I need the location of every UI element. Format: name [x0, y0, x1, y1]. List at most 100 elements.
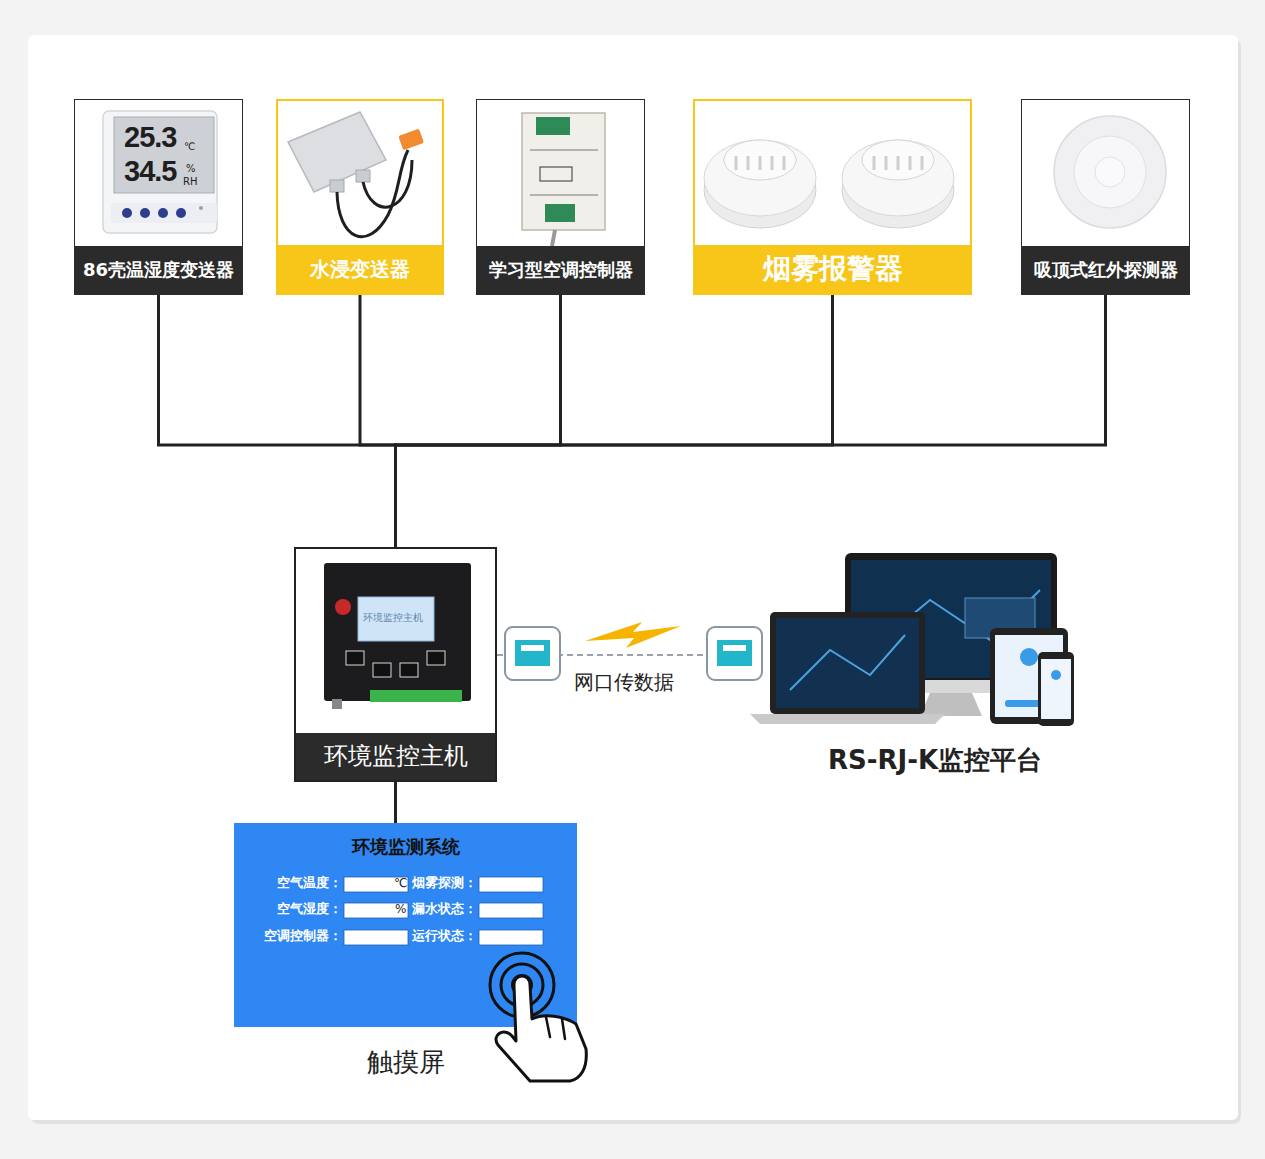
ir-detector-body [1054, 116, 1166, 228]
indicator-dot [199, 206, 203, 210]
phone-screen [1041, 659, 1071, 719]
ethernet-port-pins [723, 645, 746, 651]
label-bar: 86壳温湿度变送器 [75, 246, 242, 294]
device-label: 学习型空调控制器 [489, 259, 633, 281]
app-logo [1020, 648, 1038, 666]
label-text: 环境监控主机 [363, 612, 423, 624]
platform-group: RS-RJ-K监控平台 [750, 545, 1120, 785]
vent-slot [747, 156, 750, 170]
sensor-cable [337, 150, 408, 237]
terminal-strip [370, 690, 462, 702]
connector-line [396, 295, 1106, 547]
touch-screen-panel: 环境监测系统触摸屏空气温度：℃烟雾探测：空气湿度：%漏水状态：空调控制器：运行状… [234, 823, 577, 1027]
input-field [479, 930, 543, 945]
laptop-lid [770, 612, 925, 714]
vent-slot [873, 156, 876, 170]
cable-gland [356, 170, 370, 182]
probe-connector [398, 129, 424, 151]
phone-frame [1038, 652, 1074, 726]
sensor-housing [103, 111, 217, 233]
app-logo [1051, 670, 1061, 680]
terminal-block [536, 117, 570, 135]
label-bar: 环境监控主机 [296, 733, 495, 780]
cable-gland [330, 180, 344, 192]
sensor-button [140, 208, 150, 218]
sensor-button [122, 208, 132, 218]
label-bar: 水浸变送器 [278, 245, 442, 293]
button-strip [111, 203, 217, 223]
ethernet-port-icon [707, 627, 762, 680]
device-label: 86壳温湿度变送器 [83, 259, 234, 281]
ethernet-port-inner [515, 640, 550, 666]
label-text: % [395, 903, 406, 917]
device-label: 水浸变送器 [310, 257, 410, 281]
vent-slot [909, 156, 912, 170]
sensor-button [158, 208, 168, 218]
ethernet-port-icon [505, 627, 560, 680]
label-bar: 学习型空调控制器 [477, 246, 644, 294]
label-text: ℃ [184, 141, 195, 153]
label-text: 空气湿度： [202, 902, 342, 917]
vent-slot [897, 156, 900, 170]
connector-line [394, 782, 397, 823]
brand-logo [335, 599, 351, 615]
connector-line [396, 295, 833, 547]
ethernet-port-inner [717, 640, 752, 666]
lcd-panel [114, 117, 214, 193]
input-field [344, 877, 408, 892]
edge-label: 网口传数据 [571, 669, 677, 696]
host-button [346, 651, 364, 665]
screen-caption: 触摸屏 [234, 1045, 577, 1080]
monitor-stand [920, 693, 982, 716]
hand-icon [496, 976, 586, 1081]
host-device [324, 563, 471, 701]
label-bar: 吸顶式红外探测器 [1022, 246, 1189, 294]
label-text: 25.3 [124, 121, 176, 154]
card [28, 35, 1238, 1120]
input-field [344, 930, 408, 945]
ir-detector-ring [1074, 136, 1146, 208]
label-text: RH [183, 176, 197, 188]
input-field [479, 903, 543, 918]
host-lcd [358, 597, 434, 641]
host-button [373, 663, 391, 677]
device-label: 烟雾报警器 [763, 252, 903, 286]
input-field [344, 903, 408, 918]
smoke-detector-body [704, 140, 816, 216]
vent-slot [885, 156, 888, 170]
label-bar: 烟雾报警器 [695, 245, 970, 293]
vent-slot [735, 156, 738, 170]
device-box: 烟雾报警器 [693, 99, 972, 295]
vent-slot [921, 156, 924, 170]
hand-knuckles [546, 1017, 565, 1039]
device-label: 环境监控主机 [324, 742, 468, 771]
device-box: 水浸变送器 [276, 99, 444, 295]
terminal-block [545, 204, 575, 222]
label-text: % [186, 163, 196, 175]
label-text: ℃ [394, 877, 407, 891]
laptop-base [750, 714, 945, 724]
controller-body [522, 113, 605, 230]
smoke-detector-body [842, 140, 954, 216]
device-box: 环境监控主机 [294, 547, 497, 782]
platform-label: RS-RJ-K监控平台 [750, 743, 1120, 778]
host-button [400, 663, 418, 677]
module-line [530, 195, 598, 196]
ir-cable [552, 230, 555, 246]
lightning-bolt [585, 622, 681, 648]
indicator-frame [540, 167, 572, 181]
label-text: 运行状态： [337, 929, 477, 944]
module-line [530, 150, 598, 151]
device-label: 吸顶式红外探测器 [1034, 259, 1178, 281]
label-text: 空调控制器： [202, 929, 342, 944]
vent-slot [759, 156, 762, 170]
host-button [427, 651, 445, 665]
label-text: 漏水状态： [337, 902, 477, 917]
connector-line [159, 295, 396, 547]
connector-line [360, 295, 396, 547]
antenna-jack [332, 699, 342, 709]
ir-lens [1095, 157, 1125, 187]
sensor-cable [363, 160, 412, 207]
